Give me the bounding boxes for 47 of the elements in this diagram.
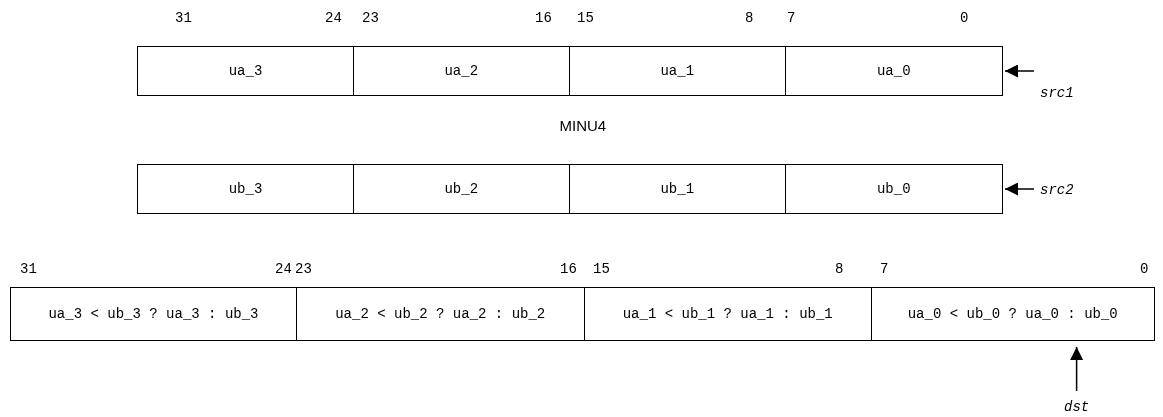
field-label: ub_0 (876, 181, 911, 197)
operand-label: src2 (1040, 182, 1074, 198)
bit-number: 8 (835, 261, 844, 277)
bit-number: 23 (362, 10, 379, 26)
arrow (1004, 64, 1035, 78)
field-label: ua_0 < ub_0 ? ua_0 : ub_0 (907, 306, 1118, 322)
register-field (568, 46, 786, 96)
bit-number: 0 (1140, 261, 1149, 277)
bit-number: 31 (175, 10, 192, 26)
bit-number: 24 (275, 261, 292, 277)
arrow (1070, 346, 1084, 392)
field-label: ua_3 (228, 63, 263, 79)
register-field (784, 164, 1003, 214)
bit-number: 31 (20, 261, 37, 277)
register-field (352, 164, 570, 214)
register-field (137, 164, 354, 214)
field-label: ub_2 (444, 181, 479, 197)
register-field (295, 287, 585, 341)
bit-number: 15 (593, 261, 610, 277)
field-label: ua_1 (660, 63, 695, 79)
operand-label: dst (1064, 399, 1090, 415)
bit-number: 8 (745, 10, 754, 26)
bit-number: 15 (577, 10, 594, 26)
bit-number: 7 (787, 10, 796, 26)
bit-number: 7 (880, 261, 889, 277)
instruction-name: MINU4 (559, 118, 607, 134)
register-field (583, 287, 872, 341)
bit-number: 16 (560, 261, 577, 277)
bit-number: 0 (960, 10, 969, 26)
bit-number: 24 (325, 10, 342, 26)
register-field (784, 46, 1003, 96)
operand-label: src1 (1040, 85, 1074, 101)
field-label: ua_2 < ub_2 ? ua_2 : ub_2 (335, 306, 546, 322)
register-field (568, 164, 786, 214)
register-field (137, 46, 354, 96)
field-label: ua_1 < ub_1 ? ua_1 : ub_1 (622, 306, 833, 322)
arrow (1004, 182, 1035, 196)
field-label: ua_2 (444, 63, 479, 79)
field-label: ub_1 (660, 181, 695, 197)
field-label: ua_3 < ub_3 ? ua_3 : ub_3 (48, 306, 259, 322)
register-field (352, 46, 570, 96)
field-label: ua_0 (876, 63, 911, 79)
bit-number: 23 (295, 261, 312, 277)
register-field (10, 287, 297, 341)
bit-number: 16 (535, 10, 552, 26)
register-field (870, 287, 1155, 341)
field-label: ub_3 (228, 181, 263, 197)
